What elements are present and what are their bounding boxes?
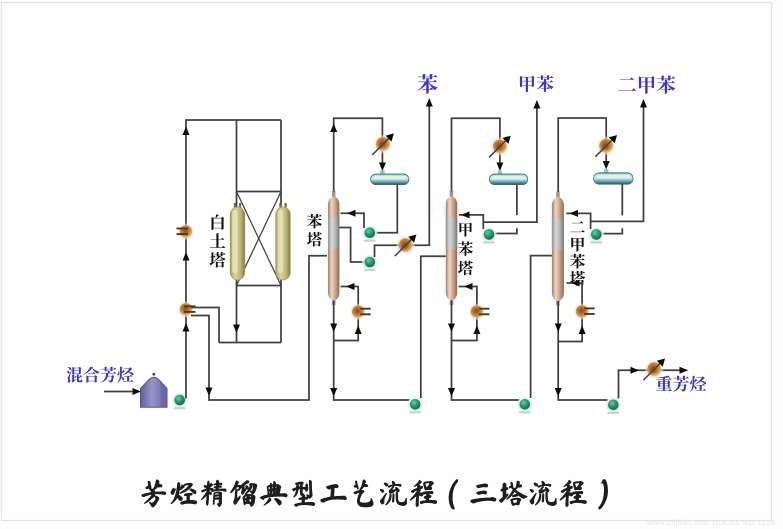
svg-text:www.zhiliao.com DOC88 NO.1128: www.zhiliao.com DOC88 NO.1128	[646, 518, 776, 527]
